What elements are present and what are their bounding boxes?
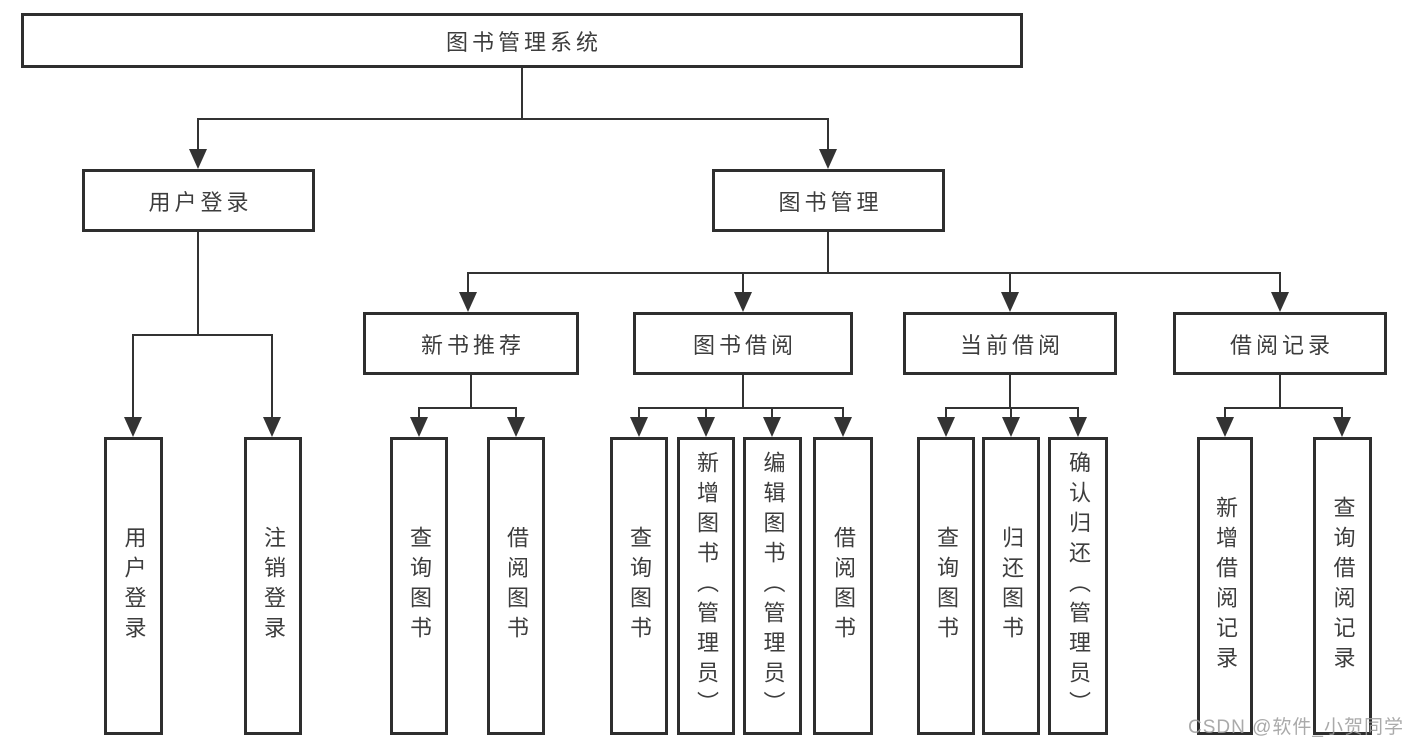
arrow-down-icon	[263, 417, 281, 437]
node-cur-query-book: 查询图书	[917, 437, 975, 735]
node-label: 查询图书	[627, 526, 652, 646]
node-label: 新增图书（管理员）	[694, 451, 719, 721]
node-book-borrow: 图书借阅	[633, 312, 853, 375]
node-logout: 注销登录	[244, 437, 302, 735]
node-label: 查询图书	[934, 526, 959, 646]
connector-line	[467, 273, 469, 293]
connector-line	[842, 408, 844, 418]
connector-line	[827, 119, 829, 150]
arrow-down-icon	[1216, 417, 1234, 437]
connector-line	[945, 408, 947, 418]
connector-line	[1009, 375, 1011, 408]
arrow-down-icon	[124, 417, 142, 437]
node-borrow-book-leaf: 借阅图书	[813, 437, 873, 735]
connector-line	[271, 335, 273, 418]
node-label: 编辑图书（管理员）	[760, 451, 786, 721]
connector-line	[515, 408, 517, 418]
arrow-down-icon	[819, 149, 837, 169]
node-label: 图书借阅	[692, 332, 797, 358]
connector-line	[418, 407, 517, 409]
connector-line	[1224, 407, 1343, 409]
node-user-login-leaf: 用户登录	[104, 437, 163, 735]
connector-line	[197, 119, 199, 150]
node-confirm-return-admin: 确认归还（管理员）	[1048, 437, 1108, 735]
node-return-book: 归还图书	[982, 437, 1040, 735]
connector-line	[467, 272, 1281, 274]
node-label: 查询图书	[407, 526, 432, 646]
connector-line	[1341, 408, 1343, 418]
node-edit-book-admin: 编辑图书（管理员）	[743, 437, 802, 735]
node-label: 用户登录	[148, 189, 253, 215]
arrow-down-icon	[1002, 417, 1020, 437]
connector-line	[742, 273, 744, 293]
connector-line	[470, 375, 472, 408]
node-label: 归还图书	[999, 526, 1024, 646]
arrow-down-icon	[1069, 417, 1087, 437]
node-label: 查询借阅记录	[1330, 496, 1356, 676]
connector-line	[197, 118, 829, 120]
node-borrow-query-book: 查询图书	[610, 437, 668, 735]
connector-line	[771, 408, 773, 418]
node-current-borrow: 当前借阅	[903, 312, 1117, 375]
arrow-down-icon	[763, 417, 781, 437]
arrow-down-icon	[937, 417, 955, 437]
connector-line	[132, 335, 134, 418]
node-new-book-recommend: 新书推荐	[363, 312, 579, 375]
arrow-down-icon	[834, 417, 852, 437]
arrow-down-icon	[189, 149, 207, 169]
arrow-down-icon	[630, 417, 648, 437]
arrow-down-icon	[1001, 292, 1019, 312]
node-add-borrow-record: 新增借阅记录	[1197, 437, 1253, 735]
connector-line	[638, 408, 640, 418]
connector-line	[1279, 273, 1281, 293]
connector-line	[742, 375, 744, 408]
arrow-down-icon	[1271, 292, 1289, 312]
node-label: 当前借阅	[959, 332, 1064, 358]
node-rec-query-book: 查询图书	[390, 437, 448, 735]
arrow-down-icon	[1333, 417, 1351, 437]
node-label: 图书管理	[778, 189, 883, 215]
connector-line	[945, 407, 1079, 409]
connector-line	[132, 334, 273, 336]
connector-line	[1010, 408, 1012, 418]
node-label: 借阅图书	[504, 526, 529, 646]
connector-line	[1077, 408, 1079, 418]
connector-line	[1279, 375, 1281, 408]
node-label: 新书推荐	[420, 332, 525, 358]
node-query-borrow-record: 查询借阅记录	[1313, 437, 1372, 735]
node-rec-borrow-book: 借阅图书	[487, 437, 545, 735]
connector-line	[827, 232, 829, 273]
node-label: 用户登录	[121, 526, 147, 646]
arrow-down-icon	[734, 292, 752, 312]
node-label: 借阅图书	[831, 526, 856, 646]
connector-line	[521, 68, 523, 119]
node-label: 图书管理系统	[445, 29, 602, 55]
node-add-book-admin: 新增图书（管理员）	[677, 437, 735, 735]
arrow-down-icon	[410, 417, 428, 437]
node-book-management: 图书管理	[712, 169, 945, 232]
arrow-down-icon	[507, 417, 525, 437]
connector-line	[1009, 273, 1011, 293]
connector-line	[418, 408, 420, 418]
connector-line	[1224, 408, 1226, 418]
node-user-login: 用户登录	[82, 169, 315, 232]
node-borrow-record: 借阅记录	[1173, 312, 1387, 375]
connector-line	[638, 407, 844, 409]
arrow-down-icon	[697, 417, 715, 437]
arrow-down-icon	[459, 292, 477, 312]
node-root: 图书管理系统	[21, 13, 1023, 68]
node-label: 新增借阅记录	[1213, 496, 1238, 676]
csdn-watermark: CSDN @软件_小贺同学	[1188, 717, 1404, 738]
node-label: 注销登录	[261, 526, 286, 646]
node-label: 确认归还（管理员）	[1066, 451, 1091, 721]
connector-line	[705, 408, 707, 418]
connector-line	[197, 232, 199, 335]
node-label: 借阅记录	[1229, 332, 1334, 358]
